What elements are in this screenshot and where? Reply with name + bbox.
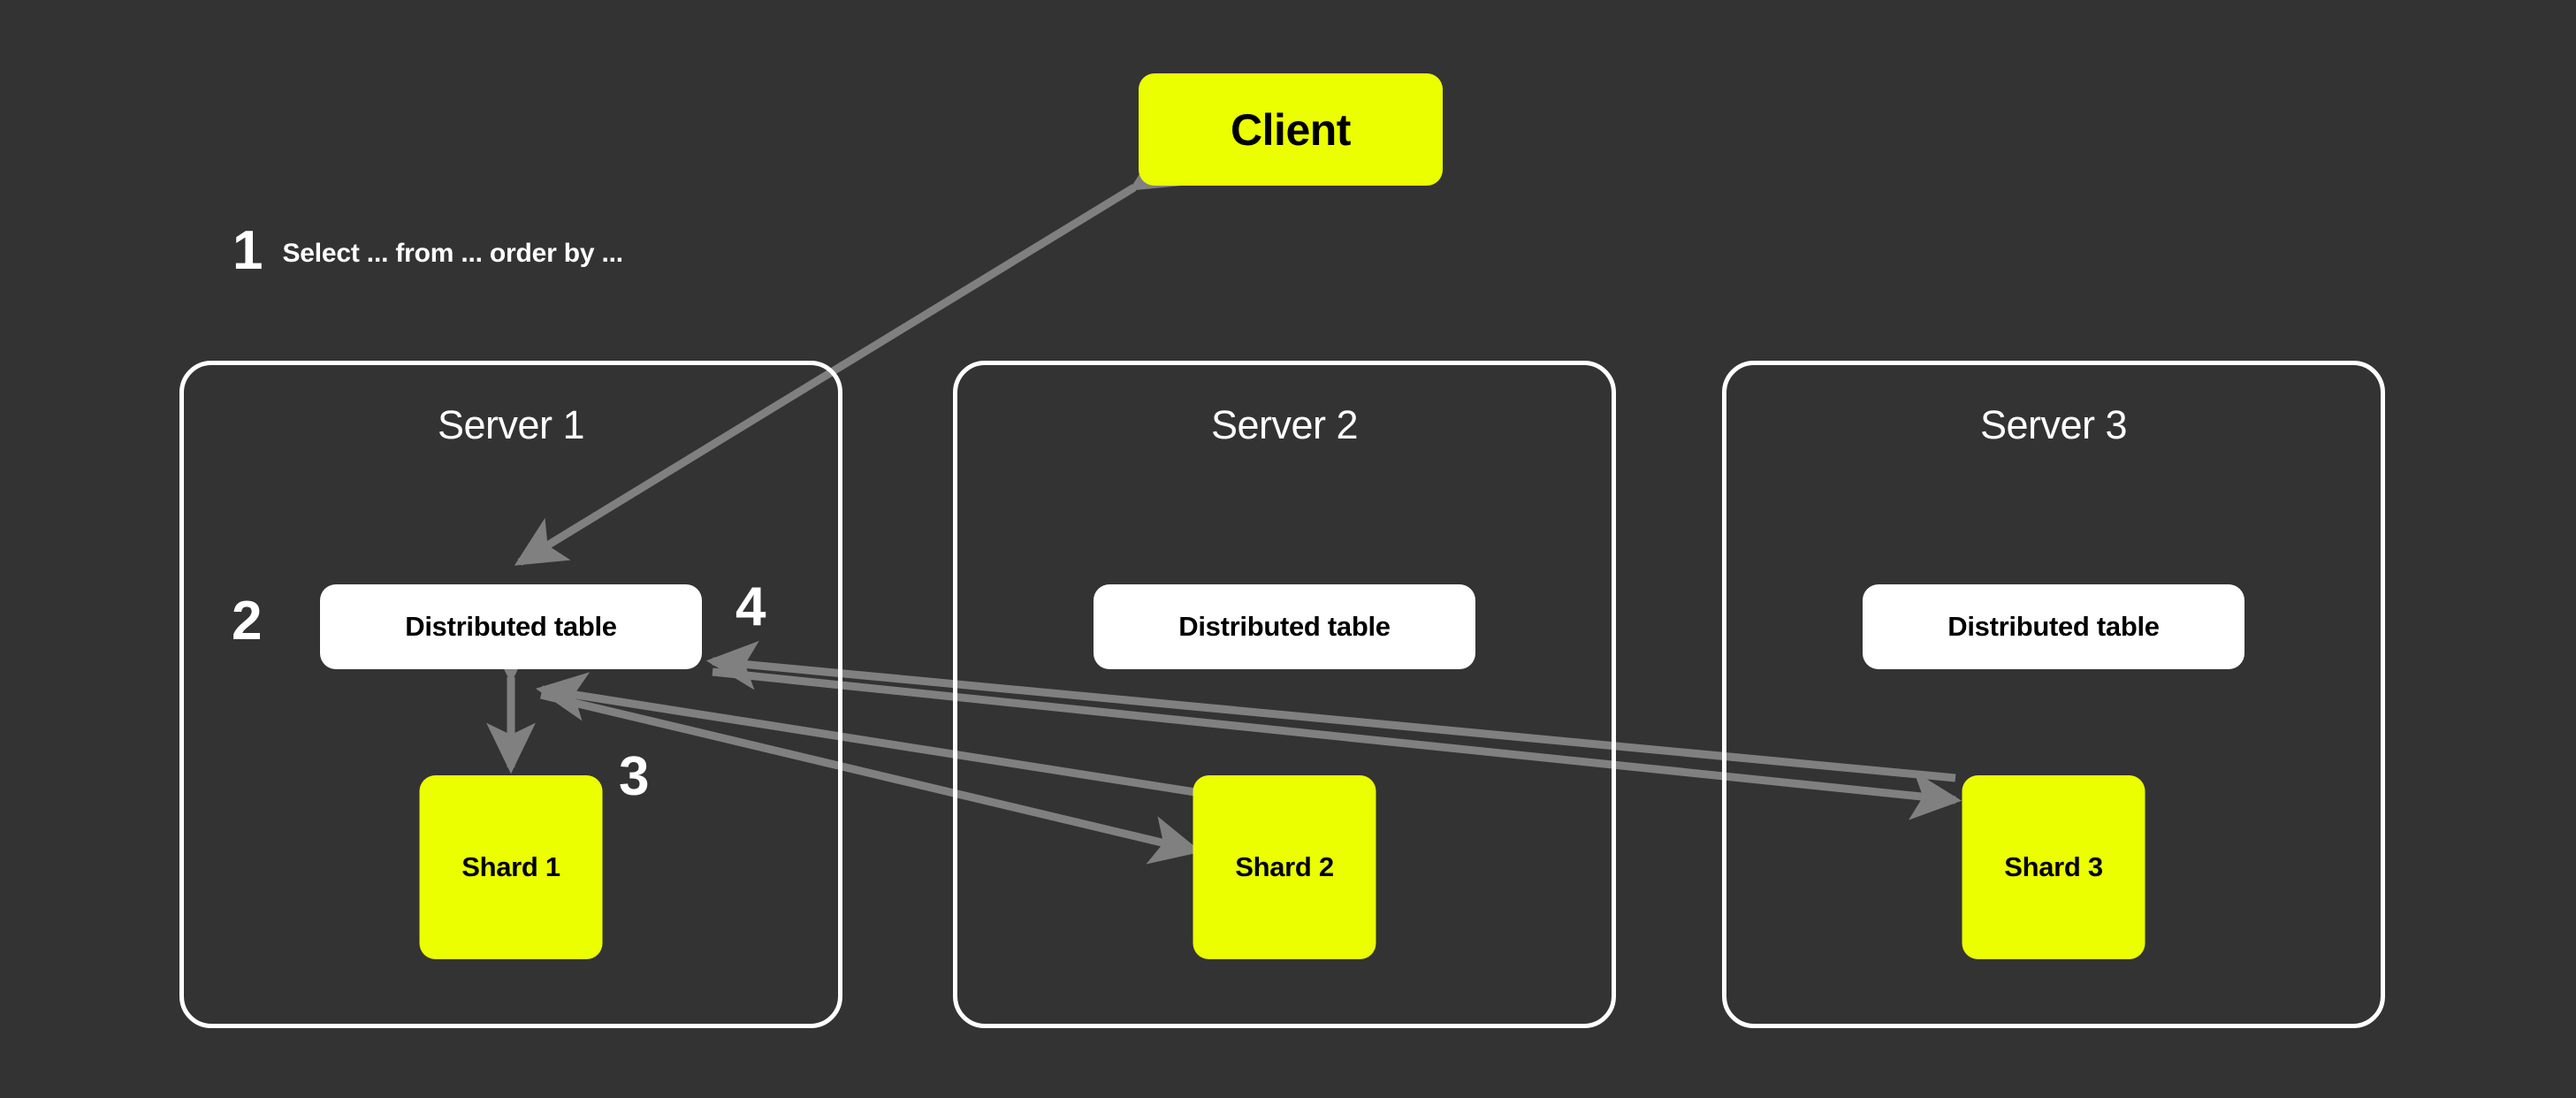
distributed-table-server-3[interactable]: Distributed table bbox=[1863, 584, 2244, 669]
step-number-1: 1 bbox=[232, 220, 263, 281]
shard-3-label: Shard 3 bbox=[2004, 851, 2103, 882]
client-node[interactable]: Client bbox=[1139, 73, 1443, 186]
server-2-title: Server 2 bbox=[1210, 402, 1359, 447]
server-panel-2: Server 2 Distributed table Shard 2 bbox=[953, 361, 1616, 1028]
client-label: Client bbox=[1231, 104, 1351, 155]
shard-2-label: Shard 2 bbox=[1235, 851, 1334, 882]
distributed-table-server-2[interactable]: Distributed table bbox=[1094, 584, 1475, 669]
distributed-table-label: Distributed table bbox=[405, 611, 617, 642]
distributed-table-label: Distributed table bbox=[1178, 611, 1391, 642]
step-number-3: 3 bbox=[619, 746, 650, 807]
shard-1-node[interactable]: Shard 1 bbox=[419, 775, 603, 959]
shard-3-node[interactable]: Shard 3 bbox=[1962, 775, 2145, 959]
step-number-4: 4 bbox=[735, 576, 766, 637]
distributed-table-label: Distributed table bbox=[1947, 611, 2160, 642]
shard-1-label: Shard 1 bbox=[461, 851, 560, 882]
server-3-title: Server 3 bbox=[1979, 402, 2128, 447]
step-number-2: 2 bbox=[232, 591, 263, 652]
server-panel-1: Server 1 Distributed table Shard 1 bbox=[179, 361, 842, 1028]
server-1-title: Server 1 bbox=[437, 402, 585, 447]
shard-2-node[interactable]: Shard 2 bbox=[1193, 775, 1376, 959]
distributed-table-server-1[interactable]: Distributed table bbox=[320, 584, 702, 669]
server-panel-3: Server 3 Distributed table Shard 3 bbox=[1722, 361, 2385, 1028]
step-1-caption: 1 Select ... from ... order by ... bbox=[232, 224, 623, 278]
step-1-query-text: Select ... from ... order by ... bbox=[282, 239, 623, 268]
